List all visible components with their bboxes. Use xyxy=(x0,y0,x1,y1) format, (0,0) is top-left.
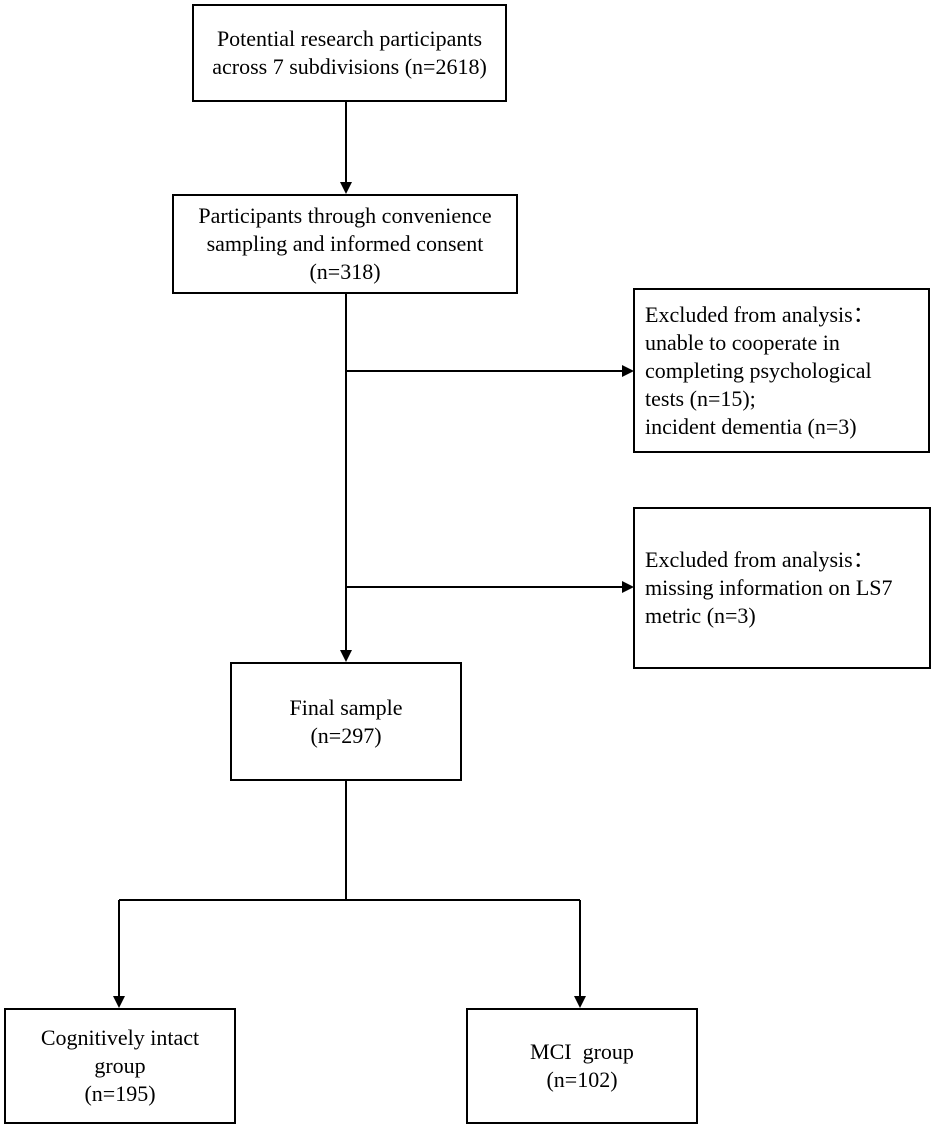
box-text-line: Excluded from analysis： xyxy=(645,301,875,327)
box-text-line: sampling and informed consent xyxy=(206,231,484,256)
box-exclusion-1: Excluded from analysis： unable to cooper… xyxy=(633,288,930,453)
box-text-line: missing information on LS7 xyxy=(645,575,893,600)
box-text-line: Cognitively intact xyxy=(40,1025,200,1050)
box-text-line: tests (n=15); xyxy=(645,385,756,411)
box-text-line: across 7 subdivisions (n=2618) xyxy=(212,54,487,79)
box-text-line: group xyxy=(94,1053,146,1078)
box-text-line: Participants through convenience xyxy=(198,203,492,228)
box-text-line: completing psychological xyxy=(645,357,872,383)
box-text-line: unable to cooperate in xyxy=(645,329,840,355)
box-cognitively-intact-group: Cognitively intact group (n=195) xyxy=(4,1008,236,1124)
box-exclusion-2: Excluded from analysis： missing informat… xyxy=(633,507,931,669)
box-text-line: (n=102) xyxy=(546,1067,618,1092)
box-text-line: Potential research participants xyxy=(216,26,483,51)
box-text-line: (n=195) xyxy=(84,1081,156,1106)
box-consented-participants: Participants through convenience samplin… xyxy=(172,194,518,294)
box-mci-group: MCI group (n=102) xyxy=(466,1008,698,1124)
box-text-line: (n=297) xyxy=(310,722,382,748)
box-text-line: metric (n=3) xyxy=(645,603,756,628)
box-potential-participants: Potential research participants across 7… xyxy=(192,4,507,102)
box-final-sample: Final sample (n=297) xyxy=(230,662,462,781)
box-text-line: Excluded from analysis： xyxy=(645,547,875,572)
box-text-line: (n=318) xyxy=(309,259,381,284)
box-text-line: Final sample xyxy=(289,694,403,720)
box-text-line: MCI group xyxy=(530,1039,634,1064)
box-text-line: incident dementia (n=3) xyxy=(645,413,857,439)
